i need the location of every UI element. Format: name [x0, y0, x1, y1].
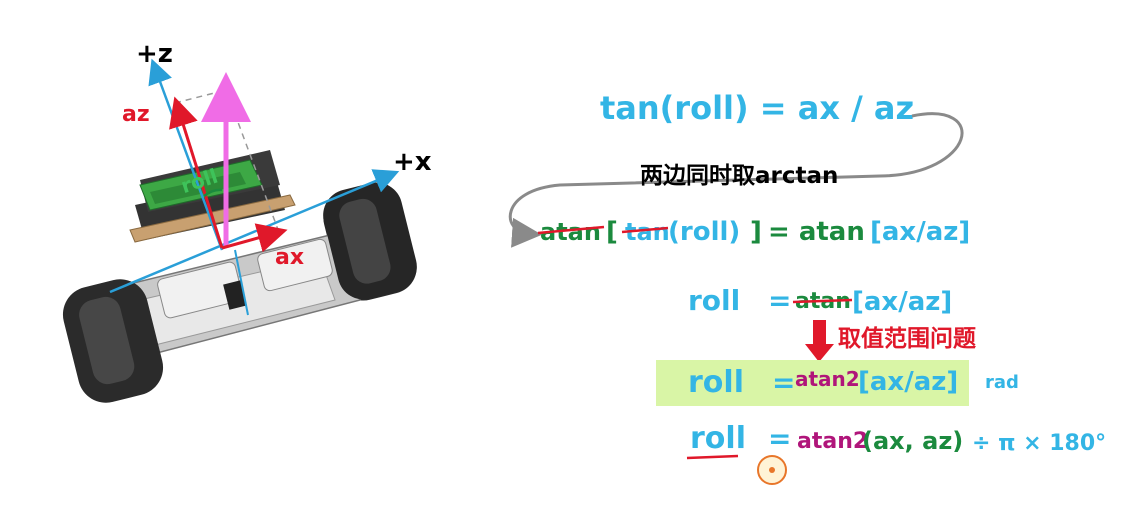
- az-label: az: [122, 102, 150, 127]
- eq2-roll: (roll): [668, 217, 740, 247]
- range-issue-arrow: [805, 320, 834, 362]
- eq2-bracket-open: [: [606, 217, 618, 247]
- note-take-arctan: 两边同时取arctan: [640, 163, 838, 189]
- eq4-args: [ax/az]: [858, 367, 958, 397]
- eq2-bracket-close: ]: [750, 217, 762, 247]
- z-axis-line: [148, 58, 224, 251]
- eq5-equals: =: [768, 422, 791, 455]
- robot-car-illustration: [62, 150, 417, 403]
- eq3-roll: roll: [688, 284, 740, 317]
- roll-angle-arc: [203, 188, 223, 197]
- equation-tan-roll: tan(roll) = ax / az: [600, 89, 914, 127]
- equation-roll-atan2: roll = atan2 [ax/az] rad: [688, 365, 1019, 400]
- connector-arrow: [508, 112, 964, 248]
- ax-vector: [221, 223, 288, 253]
- note-range-issue: 取值范围问题: [838, 325, 976, 352]
- z-axis-label: +z: [136, 39, 173, 69]
- vertical-reference-line: [234, 249, 249, 316]
- eq3-args: [ax/az]: [852, 287, 952, 317]
- eq4-equals: =: [772, 366, 795, 399]
- eq3-atan-strike: [792, 298, 853, 304]
- eq2-tan-strike: [621, 226, 669, 234]
- eq3-equals: =: [768, 284, 791, 317]
- equation-roll-atan: roll = atan [ax/az]: [688, 284, 952, 317]
- ax-label: ax: [275, 245, 304, 270]
- equation-atan-both-sides: atan [ tan (roll) ] = atan [ax/az]: [537, 217, 970, 247]
- az-vector: [169, 96, 224, 249]
- highlight-box: [656, 360, 969, 406]
- eq2-args: [ax/az]: [870, 217, 970, 247]
- eq2-atan-strike: [537, 225, 605, 235]
- projection-dashed-lines: [174, 89, 281, 236]
- eq5-roll-underline: [686, 454, 739, 460]
- x-axis-line: [109, 169, 400, 294]
- eq5-atan2: atan2: [797, 429, 868, 454]
- equation-roll-degrees: roll = atan2 (ax, az) ÷ π × 180°: [686, 421, 1106, 460]
- eq4-atan2: atan2: [795, 367, 860, 391]
- eq5-args: (ax, az): [862, 427, 963, 455]
- eq4-roll: roll: [688, 365, 744, 400]
- left-motor: [157, 261, 243, 319]
- x-axis-label: +x: [393, 147, 432, 177]
- eq4-unit-rad: rad: [985, 372, 1019, 393]
- eq5-roll: roll: [690, 421, 746, 456]
- eq2-rhs-atan: = atan: [768, 217, 865, 247]
- eq5-conversion: ÷ π × 180°: [972, 431, 1106, 456]
- cursor-indicator: [757, 455, 787, 485]
